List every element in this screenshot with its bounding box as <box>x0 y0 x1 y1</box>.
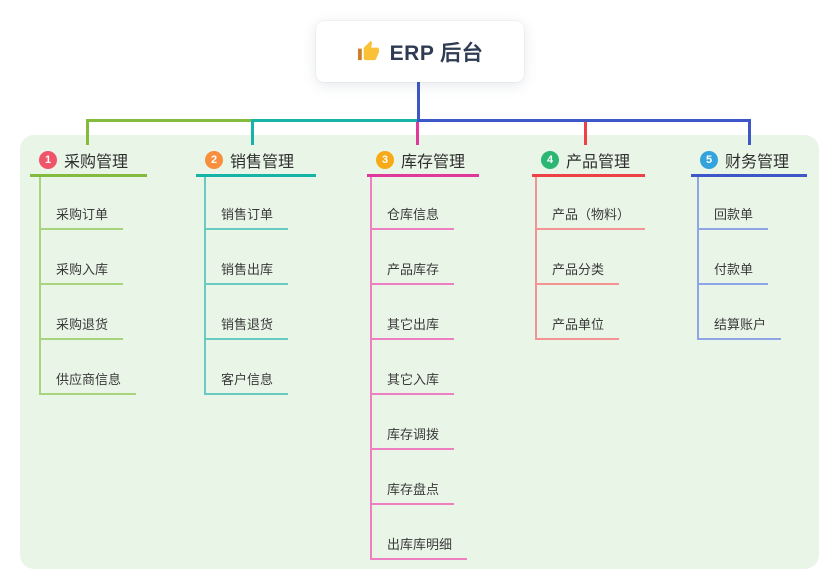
connector-spine-branch2 <box>252 119 418 122</box>
branch-number-badge: 2 <box>205 151 223 169</box>
branch-number-badge: 3 <box>376 151 394 169</box>
branch-label: 财务管理 <box>725 154 790 171</box>
branch-number-badge: 1 <box>39 151 57 169</box>
connector-branch4-drop <box>584 119 587 145</box>
branch-number-badge: 4 <box>541 151 559 169</box>
child-node-outbound-detail[interactable]: 出库库明细 <box>370 532 468 560</box>
child-node-settlement-account[interactable]: 结算账户 <box>697 312 782 340</box>
child-node-product-unit[interactable]: 产品单位 <box>535 312 620 340</box>
child-node-stock-transfer[interactable]: 库存调拨 <box>370 422 455 450</box>
child-node-sales-return[interactable]: 销售退货 <box>204 312 289 340</box>
child-node-other-inbound[interactable]: 其它入库 <box>370 367 455 395</box>
branches-panel <box>20 135 819 569</box>
child-node-sales-order[interactable]: 销售订单 <box>204 202 289 230</box>
branch-node-product[interactable]: 4 产品管理 <box>532 146 645 177</box>
branch3-children-line <box>370 177 372 560</box>
connector-spine-branch5 <box>417 119 751 122</box>
thumbs-up-icon <box>357 40 379 61</box>
child-node-receipt-order[interactable]: 回款单 <box>697 202 769 230</box>
branch4-children-line <box>535 177 537 340</box>
branch5-children-line <box>697 177 699 340</box>
connector-branch1-drop <box>86 119 89 145</box>
child-node-other-outbound[interactable]: 其它出库 <box>370 312 455 340</box>
root-node[interactable]: ERP 后台 <box>316 21 524 82</box>
connector-branch2-drop <box>251 119 254 145</box>
child-node-supplier-info[interactable]: 供应商信息 <box>39 367 137 395</box>
root-node-label: ERP 后台 <box>389 41 484 65</box>
branch2-children-line <box>204 177 206 395</box>
branch-node-procurement[interactable]: 1 采购管理 <box>30 146 147 177</box>
branch-node-inventory[interactable]: 3 库存管理 <box>367 146 479 177</box>
branch-label: 库存管理 <box>401 154 466 171</box>
child-node-purchase-return[interactable]: 采购退货 <box>39 312 124 340</box>
connector-spine-branch1 <box>86 119 253 122</box>
child-node-payment-order[interactable]: 付款单 <box>697 257 769 285</box>
child-node-product-material[interactable]: 产品（物料） <box>535 202 646 230</box>
branch-node-finance[interactable]: 5 财务管理 <box>691 146 807 177</box>
child-node-product-category[interactable]: 产品分类 <box>535 257 620 285</box>
branch-node-sales[interactable]: 2 销售管理 <box>196 146 316 177</box>
connector-root-drop <box>417 82 420 120</box>
branch-number-badge: 5 <box>700 151 718 169</box>
branch-label: 采购管理 <box>64 154 129 171</box>
child-node-warehouse-info[interactable]: 仓库信息 <box>370 202 455 230</box>
child-node-purchase-inbound[interactable]: 采购入库 <box>39 257 124 285</box>
child-node-product-stock[interactable]: 产品库存 <box>370 257 455 285</box>
child-node-customer-info[interactable]: 客户信息 <box>204 367 289 395</box>
branch-label: 销售管理 <box>230 154 295 171</box>
branch-label: 产品管理 <box>566 154 631 171</box>
connector-branch5-drop <box>748 119 751 145</box>
child-node-purchase-order[interactable]: 采购订单 <box>39 202 124 230</box>
child-node-stock-count[interactable]: 库存盘点 <box>370 477 455 505</box>
branch1-children-line <box>39 177 41 395</box>
connector-branch3-drop <box>416 119 419 145</box>
child-node-sales-outbound[interactable]: 销售出库 <box>204 257 289 285</box>
